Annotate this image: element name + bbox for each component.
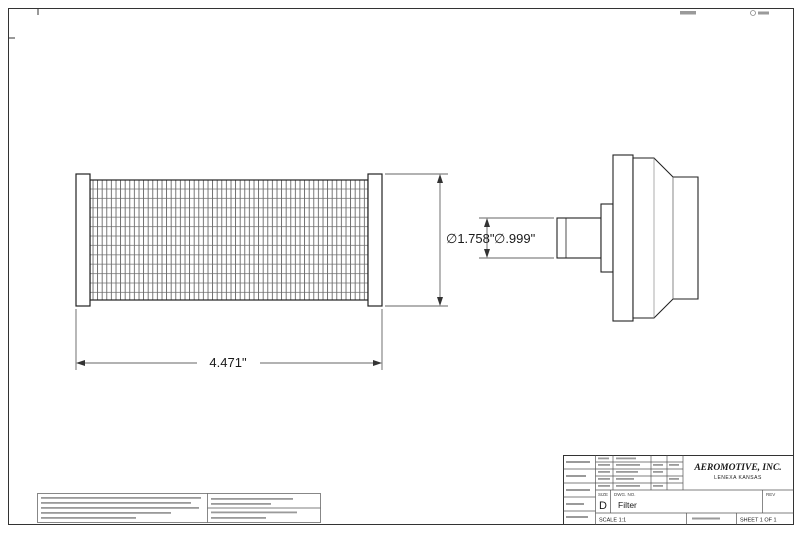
rev-label: REV [766,492,775,497]
drawing-size-letter: D [599,500,607,512]
dimension-element-length [75,309,383,370]
sheet-number-text: SHEET 1 OF 1 [740,518,777,524]
scale-text: SCALE 1:1 [599,518,626,524]
company-location: LENEXA KANSAS [714,475,762,481]
title-block-grid [563,455,794,525]
housing-body [632,157,699,319]
filter-pleated-body [89,179,369,301]
housing-flange [612,154,634,322]
dimension-element-diameter [385,173,448,307]
filter-housing-view [556,154,699,322]
approvals-illegible-text [566,457,720,520]
dimension-element-diameter-text: ∅1.758" [446,231,495,246]
housing-neck-step [600,203,614,273]
company-name: AEROMOTIVE, INC. [693,463,781,473]
dimension-element-length-text: 4.471" [209,355,247,370]
sheet-border [8,8,794,525]
corner-marks [680,10,769,16]
title-block: AEROMOTIVE, INC. LENEXA KANSAS SIZE DWG.… [563,455,794,525]
general-notes-block [37,493,321,523]
filter-end-cap-left [75,173,91,307]
filter-end-cap-right [367,173,383,307]
zone-tick-marks [8,8,39,39]
size-label: SIZE [598,492,608,497]
dimension-inlet-diameter [479,217,554,259]
housing-inlet-port [556,217,602,259]
notes-illegible-text [41,497,297,519]
dimension-inlet-diameter-text: ∅.999" [494,231,536,246]
filter-element-view [75,173,383,307]
drawing-title: Filter [618,500,637,510]
dwg-no-label: DWG. NO. [614,492,636,497]
